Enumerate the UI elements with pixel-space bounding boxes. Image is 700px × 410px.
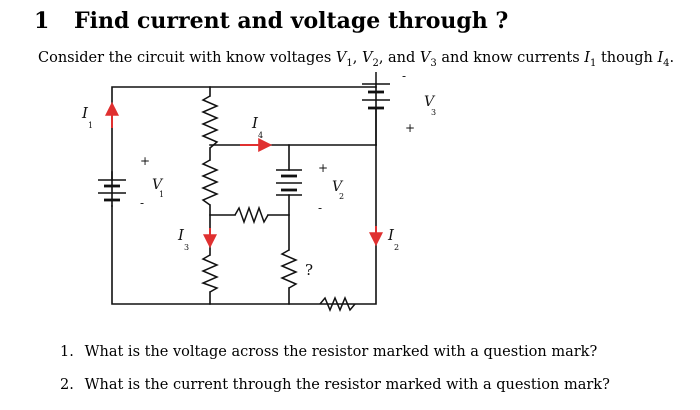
intro-text: Consider the circuit with know voltages …	[38, 50, 675, 69]
label-v1-plus: +	[140, 154, 150, 168]
resistor-mid-left	[201, 159, 219, 206]
label-i4-sub: 4	[258, 131, 263, 140]
label-i2-sub: 2	[394, 243, 399, 252]
label-v3-minus: -	[402, 69, 406, 83]
label-i3: I	[177, 226, 185, 244]
battery-v1	[98, 179, 126, 202]
label-v1-sub: 1	[159, 190, 164, 199]
question-text: What is the current through the resistor…	[84, 377, 610, 393]
question-number: 1.	[60, 344, 74, 360]
resistor-unknown	[280, 249, 298, 289]
label-v3-sub: 3	[431, 108, 436, 117]
label-i2: I	[387, 226, 395, 244]
wire-left-bottom	[111, 144, 377, 305]
question-item: 1. What is the voltage across the resist…	[60, 344, 610, 377]
section-heading: 1 Find current and voltage through ?	[34, 8, 508, 34]
resistor-horizontal	[234, 205, 269, 225]
label-v3-plus: +	[405, 121, 415, 135]
label-v1: V	[152, 177, 164, 193]
battery-v3	[362, 72, 390, 145]
section-title: Find current and voltage through ?	[74, 8, 509, 34]
question-text: What is the voltage across the resistor …	[84, 344, 598, 360]
question-item: 2. What is the current through the resis…	[60, 377, 610, 410]
resistor-top-left	[201, 95, 219, 149]
label-v2: V	[332, 179, 344, 195]
label-v1-minus: -	[140, 196, 144, 210]
label-i1-sub: 1	[88, 121, 93, 130]
question-number: 2.	[60, 377, 74, 393]
label-i1: I	[81, 104, 89, 122]
label-unknown: ?	[305, 261, 313, 279]
label-i4: I	[251, 114, 259, 132]
resistor-bottom-horizontal	[319, 296, 356, 312]
question-list: 1. What is the voltage across the resist…	[60, 344, 610, 410]
section-number: 1	[34, 8, 50, 34]
label-v3: V	[424, 94, 436, 110]
label-v2-sub: 2	[339, 192, 344, 201]
resistor-bottom-left	[200, 254, 219, 293]
label-i3-sub: 3	[184, 243, 189, 252]
label-v2-plus: +	[318, 161, 328, 175]
label-v2-minus: -	[318, 201, 322, 215]
battery-v2	[276, 169, 302, 196]
